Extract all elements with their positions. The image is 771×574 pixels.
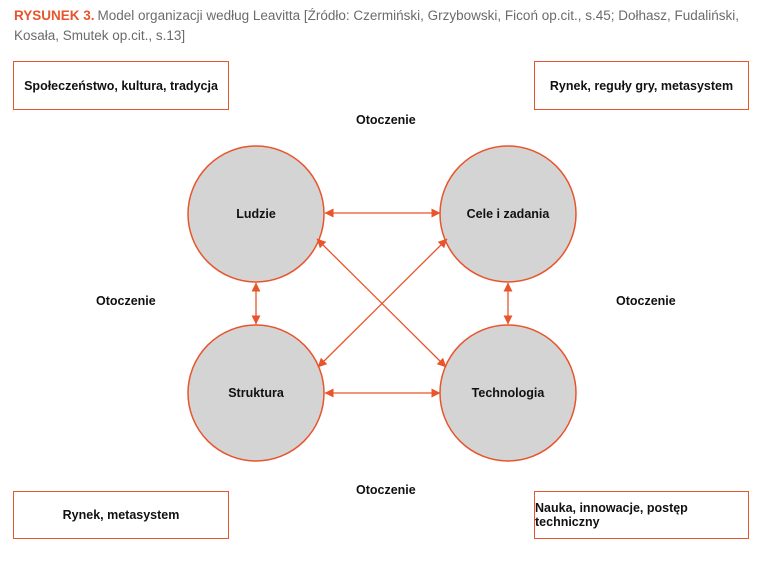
corner-box-bottom-right: Nauka, innowacje, postęp techniczny <box>534 491 749 539</box>
node-people-label: Ludzie <box>236 207 276 221</box>
corner-label-top-left: Społeczeństwo, kultura, tradycja <box>24 78 218 93</box>
corner-box-bottom-left: Rynek, metasystem <box>13 491 229 539</box>
corner-label-top-right: Rynek, reguły gry, metasystem <box>549 78 734 93</box>
node-goals-label: Cele i zadania <box>467 207 551 221</box>
environment-label-left: Otoczenie <box>96 294 156 308</box>
figure-caption-text: Model organizacji według Leavitta [Źródł… <box>14 8 740 43</box>
node-people-circle <box>187 145 325 283</box>
environment-label-top: Otoczenie <box>356 113 416 127</box>
corner-label-bottom-right: Nauka, innowacje, postęp techniczny <box>535 501 688 529</box>
corner-box-top-right: Rynek, reguły gry, metasystem <box>534 61 749 110</box>
node-technology-label: Technologia <box>472 386 546 400</box>
environment-label-bottom: Otoczenie <box>356 483 416 497</box>
figure-caption: RYSUNEK 3.Model organizacji według Leavi… <box>14 6 759 46</box>
corner-label-bottom-left: Rynek, metasystem <box>62 508 180 522</box>
environment-label-right: Otoczenie <box>616 294 676 308</box>
arrow-goals-structure <box>317 238 448 368</box>
corner-box-top-left: Społeczeństwo, kultura, tradycja <box>13 61 229 110</box>
arrow-people-technology <box>316 238 447 368</box>
figure-caption-lead: RYSUNEK 3. <box>14 8 95 23</box>
node-structure-label: Struktura <box>228 386 285 400</box>
node-structure-circle <box>187 324 325 462</box>
